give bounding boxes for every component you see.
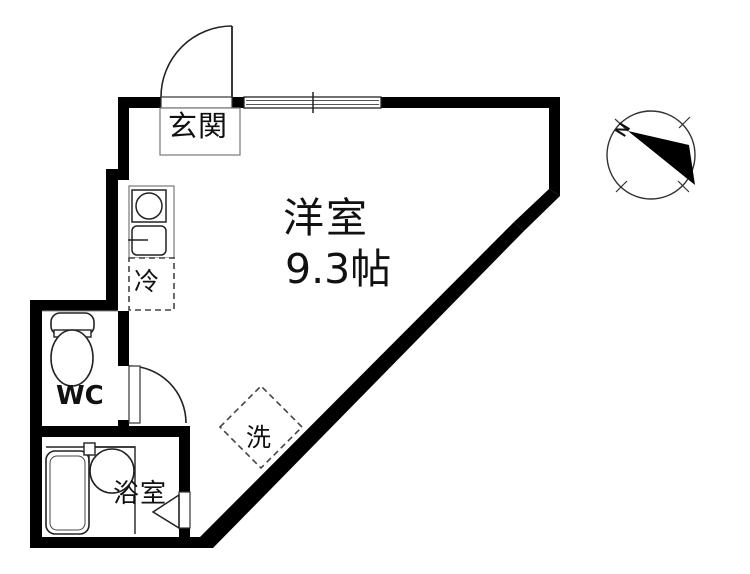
bathroom-door[interactable] <box>151 491 191 530</box>
bathroom-door-panel <box>178 491 191 529</box>
wash-basin-icon <box>89 448 135 494</box>
compass-circle <box>606 110 696 200</box>
compass-tick-se <box>677 180 690 193</box>
wall-left-lower <box>30 300 42 548</box>
toilet-fixture <box>50 312 95 387</box>
wall-top-right <box>381 97 560 108</box>
wall-wc-top <box>30 300 118 311</box>
entrance-door-threshold <box>160 96 233 109</box>
compass-needle-icon <box>628 131 695 185</box>
wall-wc-bath-divider <box>30 426 190 437</box>
room-label-genkan: 玄関 <box>168 109 229 143</box>
wall-right <box>549 97 560 196</box>
balcony-window[interactable] <box>243 92 382 113</box>
appliance-label-washing-machine: 洗 <box>246 423 272 452</box>
wall-left-kitchen <box>106 169 118 311</box>
wall-bevel-ne <box>514 189 560 231</box>
wall-diagonal <box>200 222 524 548</box>
compass-tick-sw <box>615 180 628 193</box>
entrance-door-arc <box>160 25 233 98</box>
compass <box>606 110 696 200</box>
wall-bath-right <box>179 437 190 492</box>
bathroom-fixtures <box>45 442 136 535</box>
wall-bath-right-lower <box>179 527 190 548</box>
toilet-bowl-icon <box>50 329 94 387</box>
bathroom-door-arrow-icon <box>151 493 180 530</box>
room-label-wc: WC <box>56 381 104 411</box>
refrigerator-space <box>128 257 175 311</box>
wall-top-mid <box>232 97 244 108</box>
kitchen-unit <box>128 185 175 259</box>
walls-group <box>30 97 560 548</box>
wc-door-panel <box>128 365 141 424</box>
bathtub-inner-icon <box>49 455 86 531</box>
wc-door[interactable] <box>128 365 187 424</box>
stove-burner-icon <box>135 192 163 220</box>
entrance-door[interactable] <box>160 25 233 109</box>
wall-left-upper <box>118 97 129 180</box>
bath-faucet-icon <box>83 442 96 456</box>
genkan-area-outline <box>159 107 241 156</box>
wall-bottom <box>30 537 213 548</box>
compass-tick-ne <box>678 116 691 129</box>
room-label-main: 洋室 <box>283 194 369 242</box>
room-size-main: 9.3帖 <box>285 245 392 293</box>
washing-machine-space <box>218 384 304 470</box>
room-label-bathroom: 浴室 <box>113 479 168 509</box>
appliance-label-refrigerator: 冷 <box>134 267 160 296</box>
wall-wc-right-upper <box>118 311 129 366</box>
compass-tick-nw <box>614 118 629 132</box>
